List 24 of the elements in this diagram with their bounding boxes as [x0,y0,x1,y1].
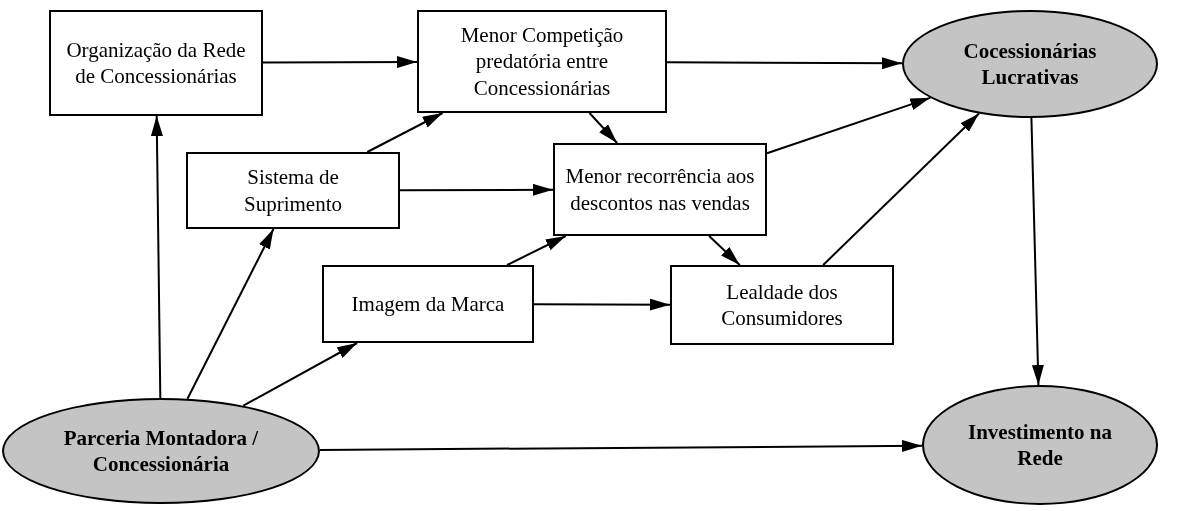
ellipse-node: Investimento na Rede [922,385,1158,505]
arrow [506,235,567,266]
arrow [318,439,923,452]
arrow [242,342,359,407]
ellipse-node: Cocessionárias Lucrativas [902,10,1158,118]
process-box: Lealdade dos Consumidores [670,265,894,345]
process-box: Menor recorrência aos descontos nas vendas [553,143,767,236]
arrow [399,183,554,196]
arrow [150,115,163,399]
ellipse-node: Parceria Montadora / Concessionária [2,398,320,504]
process-box: Sistema de Suprimento [186,152,400,229]
arrow [366,112,444,153]
arrow [666,57,903,70]
arrow [1030,117,1044,386]
arrow [262,56,418,69]
process-box: Organização da Rede de Concessionárias [49,10,263,116]
arrow [766,96,932,155]
process-box: Imagem da Marca [322,265,534,343]
arrow [708,235,741,266]
arrow [822,112,981,266]
arrow [533,298,671,311]
arrow [588,112,619,144]
arrow [186,228,275,400]
process-box: Menor Competição predatória entre Concessionárias [417,10,667,113]
